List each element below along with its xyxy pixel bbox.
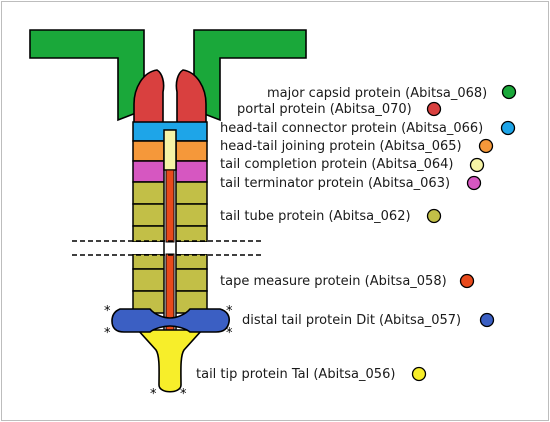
tail-completion-plug <box>163 129 177 171</box>
asterisk-dit-left-top: * <box>104 304 111 319</box>
legend-label-tape-measure: tape measure protein (Abitsa_058) <box>220 274 447 289</box>
dit-ring <box>111 308 230 333</box>
capsid-right-arm <box>193 29 307 122</box>
asterisk-tal-left: * <box>150 387 157 402</box>
legend-dot-terminator <box>466 175 482 191</box>
legend-label-connector: head-tail connector protein (Abitsa_066) <box>220 121 483 136</box>
legend-dot-dit <box>479 312 495 328</box>
legend-dot-joining <box>478 138 494 154</box>
asterisk-dit-left-bottom: * <box>104 326 111 341</box>
tape-measure-upper <box>165 169 175 243</box>
legend-dot-tape-measure <box>459 273 475 289</box>
asterisk-tal-right: * <box>180 387 187 402</box>
legend-dot-tal <box>411 366 427 382</box>
legend-dot-connector <box>500 120 516 136</box>
legend-dot-completion <box>469 157 485 173</box>
asterisk-dit-right-top: * <box>226 304 233 319</box>
capsid-left-arm <box>29 29 145 122</box>
legend-label-tal: tail tip protein Tal (Abitsa_056) <box>196 367 395 382</box>
tal-spike <box>136 329 204 393</box>
legend-dot-portal <box>426 101 442 117</box>
legend-label-major-capsid: major capsid protein (Abitsa_068) <box>267 86 487 101</box>
legend-label-terminator: tail terminator protein (Abitsa_063) <box>220 176 450 191</box>
legend-label-dit: distal tail protein Dit (Abitsa_057) <box>242 313 461 328</box>
legend-label-portal: portal protein (Abitsa_070) <box>237 102 412 117</box>
legend-dot-tail-tube <box>426 208 442 224</box>
legend-dot-major-capsid <box>501 84 517 100</box>
legend-label-tail-tube: tail tube protein (Abitsa_062) <box>220 209 411 224</box>
legend-label-joining: head-tail joining protein (Abitsa_065) <box>220 139 462 154</box>
legend-label-completion: tail completion protein (Abitsa_064) <box>220 157 453 172</box>
asterisk-dit-right-bottom: * <box>226 326 233 341</box>
